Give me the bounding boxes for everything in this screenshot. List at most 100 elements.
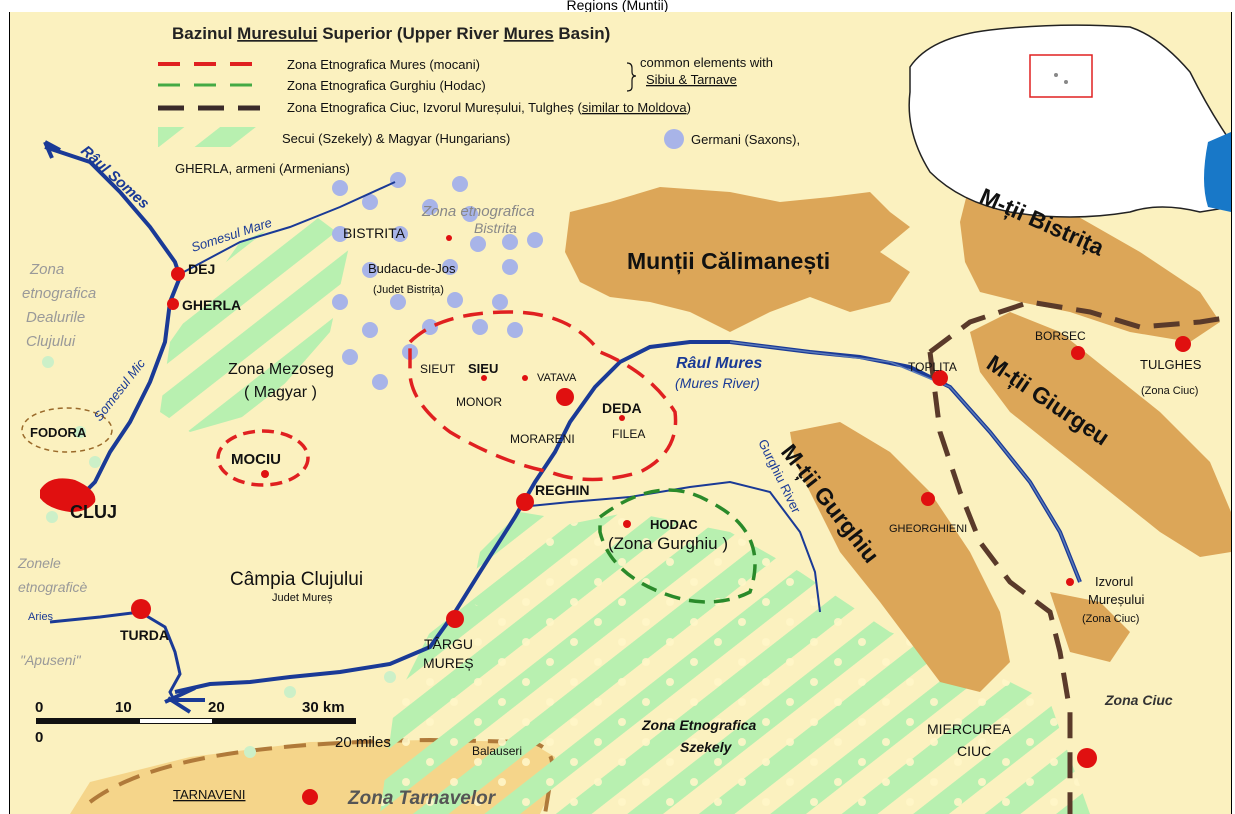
scale-km-30: 30 km bbox=[302, 699, 345, 716]
map-title-suffix: Basin) bbox=[554, 24, 611, 43]
label-turda: TURDA bbox=[120, 627, 169, 643]
label-monor: MONOR bbox=[456, 395, 502, 409]
label-vatava: VATAVA bbox=[537, 372, 577, 384]
label-filea: FILEA bbox=[612, 427, 645, 441]
legend-secui-swatch bbox=[158, 127, 266, 147]
label-zona-tarnavelor: Zona Tarnavelor bbox=[347, 788, 497, 809]
label-balauseri: Balauseri bbox=[472, 744, 522, 758]
legend-germani-label: Germani (Saxons), bbox=[691, 132, 800, 147]
label-apuseni-2: etnograficè bbox=[18, 579, 87, 595]
legend-saxon-swatch bbox=[664, 129, 684, 149]
label-izvorul-3: (Zona Ciuc) bbox=[1082, 613, 1139, 625]
scale-km-10: 10 bbox=[115, 699, 132, 716]
gurghiu-zone-boundary bbox=[598, 488, 757, 604]
label-apuseni-3: "Apuseni" bbox=[20, 652, 82, 668]
city-markers bbox=[40, 235, 1191, 805]
label-deda: DEDA bbox=[602, 400, 642, 416]
label-sieut: SIEUT bbox=[420, 362, 456, 376]
label-hodac: HODAC bbox=[650, 517, 698, 532]
label-tulghes: TULGHES bbox=[1140, 357, 1202, 372]
legend-gurghiu-label: Zona Etnografica Gurghiu (Hodac) bbox=[287, 78, 486, 93]
aries-river bbox=[49, 610, 182, 703]
label-calimanesti: Munții Călimanești bbox=[627, 248, 830, 275]
label-miercurea-1: MIERCUREA bbox=[927, 721, 1012, 737]
legend-common-label-1: common elements with bbox=[640, 55, 773, 70]
label-budacu-1: Budacu-de-Jos bbox=[368, 261, 456, 276]
map-title-underlined-2: Mures bbox=[504, 24, 554, 43]
label-aries-river: Aries bbox=[28, 611, 54, 623]
label-campia-2: Judet Mureș bbox=[272, 592, 333, 604]
mures-zone-boundary bbox=[408, 310, 678, 482]
map-title-underlined-1: Muresului bbox=[237, 24, 317, 43]
scale-km-0: 0 bbox=[35, 699, 43, 716]
label-targu-1: TÂRGU bbox=[424, 636, 473, 652]
legend-secui-label: Secui (Szekely) & Magyar (Hungarians) bbox=[282, 131, 510, 146]
label-sieu: SIEU bbox=[468, 361, 498, 376]
label-miercurea-2: CIUC bbox=[957, 743, 991, 759]
label-szekely-1: Zona Etnografica bbox=[641, 717, 757, 733]
mezoseg-zone bbox=[160, 212, 350, 432]
label-dealurile-4: Clujului bbox=[26, 333, 76, 350]
map-frame: Zona Etnografica Mures (mocani) Zona Etn… bbox=[9, 12, 1232, 814]
map-canvas: Zona Etnografica Mures (mocani) Zona Etn… bbox=[10, 12, 1231, 814]
somesul-mare-river bbox=[179, 181, 396, 275]
label-tarnaveni: TARNAVENI bbox=[173, 787, 245, 802]
label-zona-bistrita-2: Bistrita bbox=[474, 220, 517, 236]
scale-km-20: 20 bbox=[208, 699, 225, 716]
label-dej: DEJ bbox=[188, 261, 215, 277]
label-dealurile-3: Dealurile bbox=[26, 309, 85, 326]
label-tulghes-zone: (Zona Ciuc) bbox=[1141, 385, 1198, 397]
legend-gherla-label: GHERLA, armeni (Armenians) bbox=[175, 161, 350, 176]
label-gherla: GHERLA bbox=[182, 297, 241, 313]
label-gheorghieni: GHEORGHIENI bbox=[889, 523, 967, 535]
romania-inset bbox=[908, 24, 1231, 218]
ciuc-zone-boundary-north bbox=[928, 299, 1231, 354]
label-apuseni-1: Zonele bbox=[17, 555, 61, 571]
legend-ciuc-suffix: ) bbox=[687, 100, 691, 115]
label-szekely-2: Szekely bbox=[680, 739, 733, 755]
map-title-prefix: Bazinul bbox=[172, 24, 237, 43]
label-cluj: CLUJ bbox=[70, 502, 117, 522]
inset-highlight-box bbox=[1029, 54, 1093, 98]
scale-mi-0: 0 bbox=[35, 729, 43, 746]
label-mures-river: Râul Mures bbox=[676, 355, 762, 372]
label-mures-river-en: (Mures River) bbox=[675, 375, 760, 391]
label-dealurile-2: etnografica bbox=[22, 285, 96, 302]
legend-ciuc-label: Zona Etnografica Ciuc, Izvorul Mureșului… bbox=[287, 100, 691, 115]
label-mezoseg-1: Zona Mezoseg bbox=[228, 361, 334, 378]
black-sea bbox=[1204, 132, 1231, 212]
label-fodora: FODORA bbox=[30, 425, 87, 440]
label-borsec: BORSEC bbox=[1035, 329, 1086, 343]
label-toplita: TOPLITA bbox=[908, 360, 957, 374]
legend-mures-label: Zona Etnografica Mures (mocani) bbox=[287, 57, 480, 72]
tarnave-boundary bbox=[88, 737, 555, 814]
legend: Zona Etnografica Mures (mocani) Zona Etn… bbox=[158, 55, 800, 176]
label-campia-1: Câmpia Clujului bbox=[230, 569, 363, 590]
label-reghin: REGHIN bbox=[535, 482, 589, 498]
gurghiu-mountains bbox=[790, 422, 1010, 692]
legend-ciuc-prefix: Zona Etnografica Ciuc, Izvorul Mureșului… bbox=[287, 100, 582, 115]
mociu-boundary bbox=[216, 429, 310, 487]
label-izvorul-1: Izvorul bbox=[1095, 574, 1133, 589]
map-title: Bazinul Muresului Superior (Upper River … bbox=[172, 24, 610, 43]
label-bistrita: BISTRITA bbox=[343, 225, 406, 241]
calimanesti-mountains bbox=[565, 187, 910, 332]
label-zona-gurghiu: (Zona Gurghiu ) bbox=[608, 534, 728, 553]
label-mezoseg-2: ( Magyar ) bbox=[244, 384, 317, 401]
label-budacu-2: (Judet Bistrița) bbox=[373, 284, 444, 296]
scale-mi-20: 20 miles bbox=[335, 734, 391, 751]
label-izvorul-2: Mureșului bbox=[1088, 592, 1144, 607]
legend-ciuc-underlined: similar to Moldova bbox=[582, 100, 688, 115]
legend-brace bbox=[626, 62, 637, 92]
fodora-boundary bbox=[21, 407, 113, 453]
label-dealurile-1: Zona bbox=[29, 261, 64, 278]
scale-bar: 0 10 20 30 km 0 20 miles bbox=[35, 699, 391, 751]
map-title-middle: Superior (Upper River bbox=[317, 24, 503, 43]
gurghiu-river bbox=[519, 480, 821, 613]
legend-common-label-2: Sibiu & Tarnave bbox=[646, 72, 737, 87]
label-targu-2: MUREȘ bbox=[423, 655, 474, 671]
giurgeu-mountains bbox=[970, 312, 1231, 557]
label-morareni: MORARENI bbox=[510, 432, 575, 446]
label-mociu: MOCIU bbox=[231, 451, 281, 468]
bistrita-mountains bbox=[960, 177, 1220, 342]
